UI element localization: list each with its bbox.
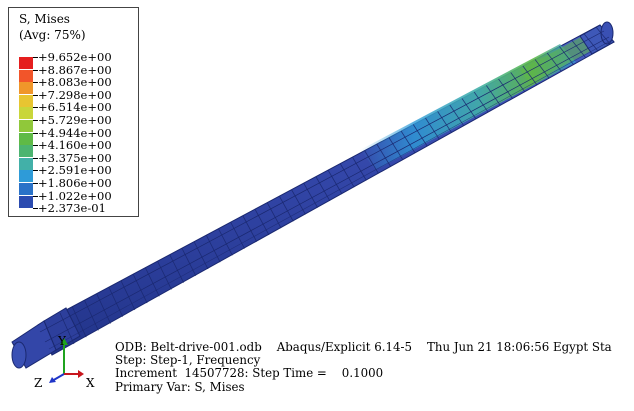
legend-value: +1.806e+00 (38, 176, 112, 190)
legend-tick (33, 157, 38, 159)
legend-tick (33, 208, 38, 210)
legend-value: +2.591e+00 (38, 163, 112, 178)
axis-triad: Y Z X (28, 334, 100, 396)
odb-info-block: ODB: Belt-drive-001.odb Abaqus/Explicit … (115, 340, 612, 394)
legend-subtitle: (Avg: 75%) (19, 28, 86, 42)
legend-tick (33, 57, 38, 58)
info-line-step: Step: Step-1, Frequency (115, 353, 261, 368)
legend-tick (33, 145, 38, 147)
mesh-ring-line (303, 182, 318, 208)
mesh-ring-line (59, 312, 75, 345)
legend-title: S, Mises (19, 12, 70, 26)
legend-tick (33, 120, 38, 121)
mesh-ring-line (522, 65, 538, 86)
legend-value: +3.375e+00 (38, 150, 112, 165)
mesh-ring-line (84, 299, 99, 331)
legend-value: +4.160e+00 (38, 138, 112, 153)
legend-value: +8.867e+00 (38, 62, 112, 77)
legend-swatch (19, 132, 33, 145)
legend-swatch (19, 195, 33, 208)
mesh-ring-line (96, 293, 111, 324)
mesh-ring-line (132, 273, 148, 304)
mesh-ring-line (169, 254, 184, 283)
shaft-end-face (11, 341, 27, 369)
mesh-ring-line (71, 306, 87, 338)
mesh-ring-line (157, 260, 172, 290)
mesh-ring-line (278, 195, 294, 222)
legend-tick (33, 195, 38, 197)
mesh-ring-line (327, 169, 343, 195)
legend-swatch (19, 82, 33, 95)
legend-value: +4.944e+00 (38, 125, 112, 140)
mesh-ring-line (193, 241, 209, 270)
legend-tick (33, 107, 38, 109)
legend-swatch (19, 57, 33, 69)
legend-swatch (19, 69, 33, 82)
legend-swatch (19, 145, 33, 158)
legend-tick (33, 94, 38, 96)
contour-legend: S, Mises (Avg: 75%) +9.652e+00+8.867e+00… (8, 7, 139, 217)
mesh-ring-line (254, 208, 270, 236)
mesh-ring-line (205, 234, 221, 263)
mesh-ring-line (230, 221, 245, 249)
legend-tick (33, 69, 38, 71)
legend-swatch (19, 157, 33, 170)
mesh-ring-line (583, 33, 599, 52)
legend-tick (33, 183, 38, 184)
mesh-ring-line (266, 202, 282, 229)
mesh-ring-line (534, 59, 550, 79)
mesh-ring-line (181, 247, 197, 276)
mesh-ring-line (352, 156, 367, 181)
z-axis-label: Z (34, 376, 42, 390)
mesh-ring-line (242, 215, 258, 242)
mesh-ring-line (120, 280, 136, 311)
x-axis-label: X (86, 376, 95, 390)
mesh-ring-line (108, 286, 124, 317)
legend-value: +1.022e+00 (38, 188, 112, 203)
info-line-primary-var: Primary Var: S, Mises (115, 379, 245, 394)
legend-value: +6.514e+00 (38, 100, 112, 115)
mesh-ring-line (218, 228, 233, 256)
y-axis-label: Y (57, 336, 67, 348)
legend-swatch (19, 183, 33, 195)
mesh-ring-line (595, 26, 611, 45)
mesh-ring-line (546, 52, 562, 72)
legend-swatch (19, 170, 33, 183)
legend-tick (33, 82, 38, 84)
stress-hotspot (520, 32, 600, 84)
legend-tick (33, 170, 38, 172)
mesh-ring-line (510, 72, 526, 92)
legend-swatch (19, 107, 33, 120)
mesh-ring-line (291, 189, 306, 215)
mesh-ring-line (473, 91, 489, 113)
legend-value: +7.298e+00 (38, 87, 112, 102)
info-line-increment: Increment 14507728: Step Time = 0.1000 (115, 366, 384, 381)
legend-value: +5.729e+00 (38, 113, 112, 127)
legend-tick (33, 132, 38, 134)
mesh-lines (59, 26, 611, 345)
mesh-ring-line (559, 46, 574, 65)
mesh-ring-line (339, 163, 355, 188)
legend-value: +8.083e+00 (38, 75, 112, 90)
mesh-ring-line (144, 267, 160, 297)
mesh-ring-line (571, 39, 586, 58)
legend-swatch (19, 94, 33, 107)
legend-value: +2.373e-01 (38, 201, 106, 216)
mesh-ring-line (315, 176, 331, 202)
legend-value: +9.652e+00 (38, 50, 112, 64)
mesh-ring-line (498, 78, 513, 99)
info-line-odb: ODB: Belt-drive-001.odb Abaqus/Explicit … (115, 340, 612, 354)
mesh-ring-line (486, 85, 501, 106)
legend-swatch (19, 120, 33, 132)
